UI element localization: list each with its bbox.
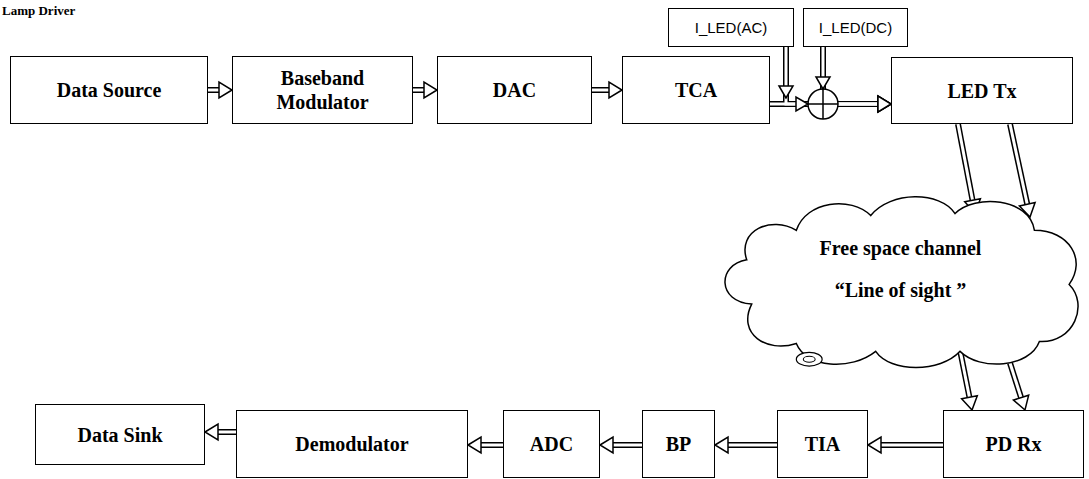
arrow-head	[715, 437, 728, 453]
arrow-head	[962, 396, 978, 410]
flow-arrow-inner	[877, 444, 943, 447]
process-box: Data Sink	[35, 404, 205, 465]
cloud-swirl	[803, 356, 815, 362]
process-box: ADC	[503, 410, 600, 478]
node-label: I_LED(AC)	[695, 19, 768, 37]
process-box: TIA	[777, 410, 868, 478]
cloud-outline	[725, 197, 1078, 368]
process-box: Baseband Modulator	[232, 56, 413, 124]
cloud-swirl	[796, 352, 822, 366]
arrow-head	[878, 96, 891, 112]
arrow-head	[779, 86, 793, 98]
flow-arrow-inner	[724, 444, 777, 447]
process-box: TCA	[622, 56, 770, 124]
process-box: Demodulator	[236, 410, 468, 478]
node-label: Free space channel	[820, 236, 982, 260]
node-label: BP	[666, 432, 692, 456]
process-box: DAC	[437, 56, 592, 124]
process-box: PD Rx	[943, 410, 1084, 478]
flow-arrow-inner	[609, 444, 642, 447]
arrow-head	[878, 96, 891, 112]
channel-cloud: Free space channel “Line of sight ”	[712, 186, 1089, 373]
flow-arrow-inner	[958, 124, 973, 204]
process-box: Data Source	[10, 56, 208, 124]
arrow-head	[796, 97, 808, 111]
arrow-head	[219, 82, 232, 98]
node-label: Data Sink	[77, 423, 162, 447]
node-label: TCA	[675, 78, 717, 102]
arrow-head	[205, 424, 218, 440]
arrow-head	[816, 77, 830, 89]
flow-arrow-inner	[1010, 363, 1022, 401]
diagram-title: Lamp Driver	[2, 3, 75, 19]
arrow-head	[868, 437, 881, 453]
summer-circle	[808, 89, 838, 119]
node-label: TIA	[805, 432, 841, 456]
current-source-box: I_LED(AC)	[668, 8, 794, 47]
arrow-head	[424, 82, 437, 98]
node-label: I_LED(DC)	[819, 19, 892, 37]
node-label: LED Tx	[947, 79, 1016, 103]
summer-cross	[822, 89, 824, 119]
arrow-head	[609, 82, 622, 98]
node-label: DAC	[493, 78, 536, 102]
arrow-head	[878, 96, 891, 112]
node-label: Data Source	[57, 78, 162, 102]
arrow-head	[600, 437, 613, 453]
node-label: ADC	[530, 432, 573, 456]
node-label: PD Rx	[985, 432, 1041, 456]
flow-arrow-inner	[1010, 124, 1028, 208]
current-source-box: I_LED(DC)	[803, 8, 908, 47]
arrow-head	[1013, 395, 1028, 410]
process-box: BP	[642, 410, 715, 478]
node-label: Demodulator	[295, 432, 408, 456]
node-label: Baseband Modulator	[239, 66, 406, 114]
arrow-head	[468, 437, 481, 453]
process-box: LED Tx	[891, 57, 1073, 124]
node-label: “Line of sight ”	[835, 278, 967, 302]
